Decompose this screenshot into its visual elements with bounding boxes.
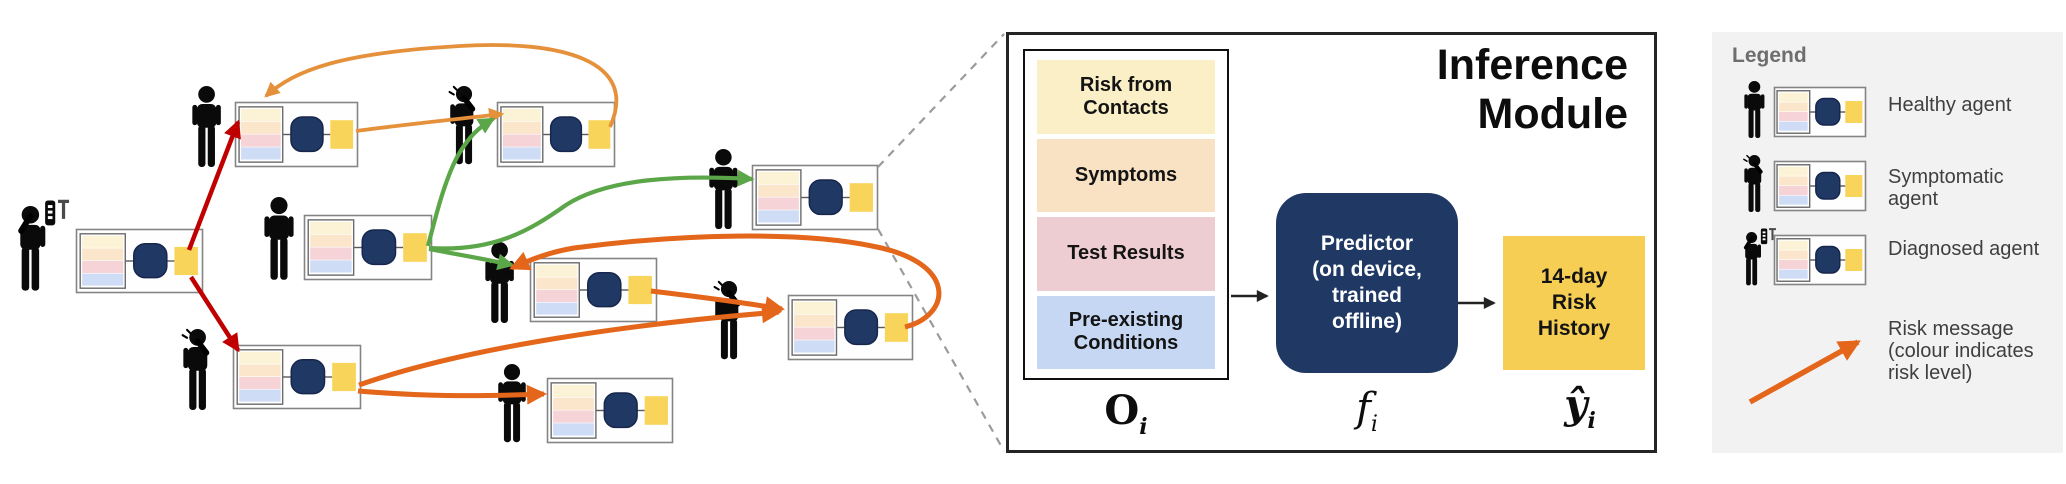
predictor-mini-box <box>1815 97 1841 126</box>
risk-app-card <box>529 257 658 323</box>
healthy-agent-head <box>270 197 288 215</box>
risk-app-card <box>1773 160 1867 212</box>
cough-marks-icon <box>713 280 724 291</box>
risk-app-card <box>787 294 914 361</box>
observations-box: Risk from Contacts Symptoms Test Results… <box>1023 49 1229 380</box>
agent-healthy <box>264 197 294 280</box>
agent-healthy <box>485 242 514 323</box>
healthy-agent-head <box>503 364 521 381</box>
zoom-connector-line <box>877 228 1005 452</box>
symptomatic-agent-icon <box>1738 152 1888 221</box>
input-symptoms: Symptoms <box>1037 138 1215 212</box>
inference-module: Inference Module Risk from Contacts Symp… <box>1006 32 1657 453</box>
risk-history-mini-box <box>1845 175 1863 197</box>
symptomatic-agent-head <box>455 86 473 103</box>
predictor-mini-box <box>844 309 879 346</box>
legend-label-healthy: Healthy agent <box>1888 94 2012 116</box>
risk-history-mini-box <box>849 183 873 212</box>
risk-app-card <box>1773 234 1867 286</box>
risk-app-card <box>232 344 362 410</box>
legend-panel: Legend Healthy agent Symptomatic agent D… <box>1712 32 2063 453</box>
cough-marks-icon <box>181 328 192 339</box>
risk-message-arrow-icon <box>1742 322 1892 419</box>
legend-label-symptomatic: Symptomatic agent <box>1888 166 2004 210</box>
predictor-mini-box <box>587 271 622 308</box>
predictor-mini-box <box>290 358 326 395</box>
risk-app-card <box>751 164 879 231</box>
risk-message-elevated-a7-to-a9 <box>357 384 547 405</box>
predictor-mini-box <box>133 242 168 279</box>
risk-message-low-a4-to-a6 <box>428 169 755 251</box>
risk-message-high-a1-to-a2 <box>186 119 241 251</box>
diagnosed-agent-icon <box>1738 226 1888 295</box>
input-risk-from-contacts: Risk from Contacts <box>1037 60 1215 134</box>
risk-app-card <box>1773 86 1867 138</box>
risk-message-elevated-a7-to-a8 <box>358 303 782 388</box>
risk-history-mini-box <box>332 362 356 392</box>
risk-message-elevated-a8-to-a5 <box>509 233 942 330</box>
risk-app-card <box>75 228 204 294</box>
symbol-observations: Oi <box>1104 387 1148 440</box>
symbol-output: ŷi <box>1564 381 1596 434</box>
agent-healthy <box>709 149 738 230</box>
risk-history-mini-box <box>1845 249 1863 271</box>
predictor-mini-box <box>808 179 843 216</box>
agent-symptomatic <box>181 328 210 410</box>
legend-label-risk-message: Risk message (colour indicates risk leve… <box>1888 318 2034 384</box>
symptomatic-agent-head <box>720 281 738 298</box>
risk-message-high-a1-to-a7 <box>189 275 240 353</box>
risk-history-mini-box <box>884 313 908 342</box>
agent-symptomatic <box>713 280 741 360</box>
risk-app-card <box>234 101 359 168</box>
predictor-mini-box <box>1815 171 1841 200</box>
cough-marks-icon <box>1743 154 1751 162</box>
risk-history-mini-box <box>628 275 652 305</box>
agent-healthy <box>498 364 526 443</box>
agent-diagnosed <box>18 199 70 291</box>
predictor-mini-box <box>1815 245 1841 274</box>
risk-app-card <box>496 101 616 168</box>
risk-message-medium-a3-to-a2 <box>264 43 619 128</box>
symptomatic-agent-head <box>1748 155 1761 167</box>
cough-marks-icon <box>448 85 459 96</box>
risk-history-mini-box <box>1845 101 1863 123</box>
thermometer-icon <box>1768 228 1776 241</box>
risk-history-mini-box <box>644 396 668 425</box>
risk-history-mini-box <box>330 120 354 149</box>
risk-message-medium-a2-to-a3 <box>355 107 505 133</box>
legend-label-diagnosed: Diagnosed agent <box>1888 238 2040 260</box>
risk-message-low-a4-to-a3 <box>425 117 496 247</box>
predictor-mini-box <box>290 116 324 153</box>
healthy-agent-icon <box>1738 78 1888 147</box>
inference-module-title: Inference Module <box>1436 41 1628 138</box>
predictor-mini-box <box>549 116 583 153</box>
healthy-agent-head <box>491 242 508 259</box>
predictor-mini-box <box>603 392 638 429</box>
legend-title: Legend <box>1732 44 1807 67</box>
risk-history-mini-box <box>403 233 427 262</box>
risk-history-mini-box <box>174 246 198 276</box>
input-pre-existing-conditions: Pre-existing Conditions <box>1037 295 1215 369</box>
thermometer-icon <box>58 199 70 219</box>
risk-history-mini-box <box>588 120 611 149</box>
agent-healthy <box>192 86 221 167</box>
zoom-connector-line <box>877 33 1005 168</box>
risk-app-card <box>546 377 674 444</box>
risk-message-low-a4-to-a5 <box>428 246 515 271</box>
symptomatic-agent-head <box>189 329 206 346</box>
predictor-mini-box <box>361 229 397 266</box>
symbol-predictor: fi <box>1356 385 1378 437</box>
input-test-results: Test Results <box>1037 217 1215 291</box>
risk-app-card <box>303 214 433 281</box>
healthy-agent-head <box>1748 81 1761 93</box>
healthy-agent-head <box>715 149 732 166</box>
healthy-agent-head <box>198 86 215 103</box>
